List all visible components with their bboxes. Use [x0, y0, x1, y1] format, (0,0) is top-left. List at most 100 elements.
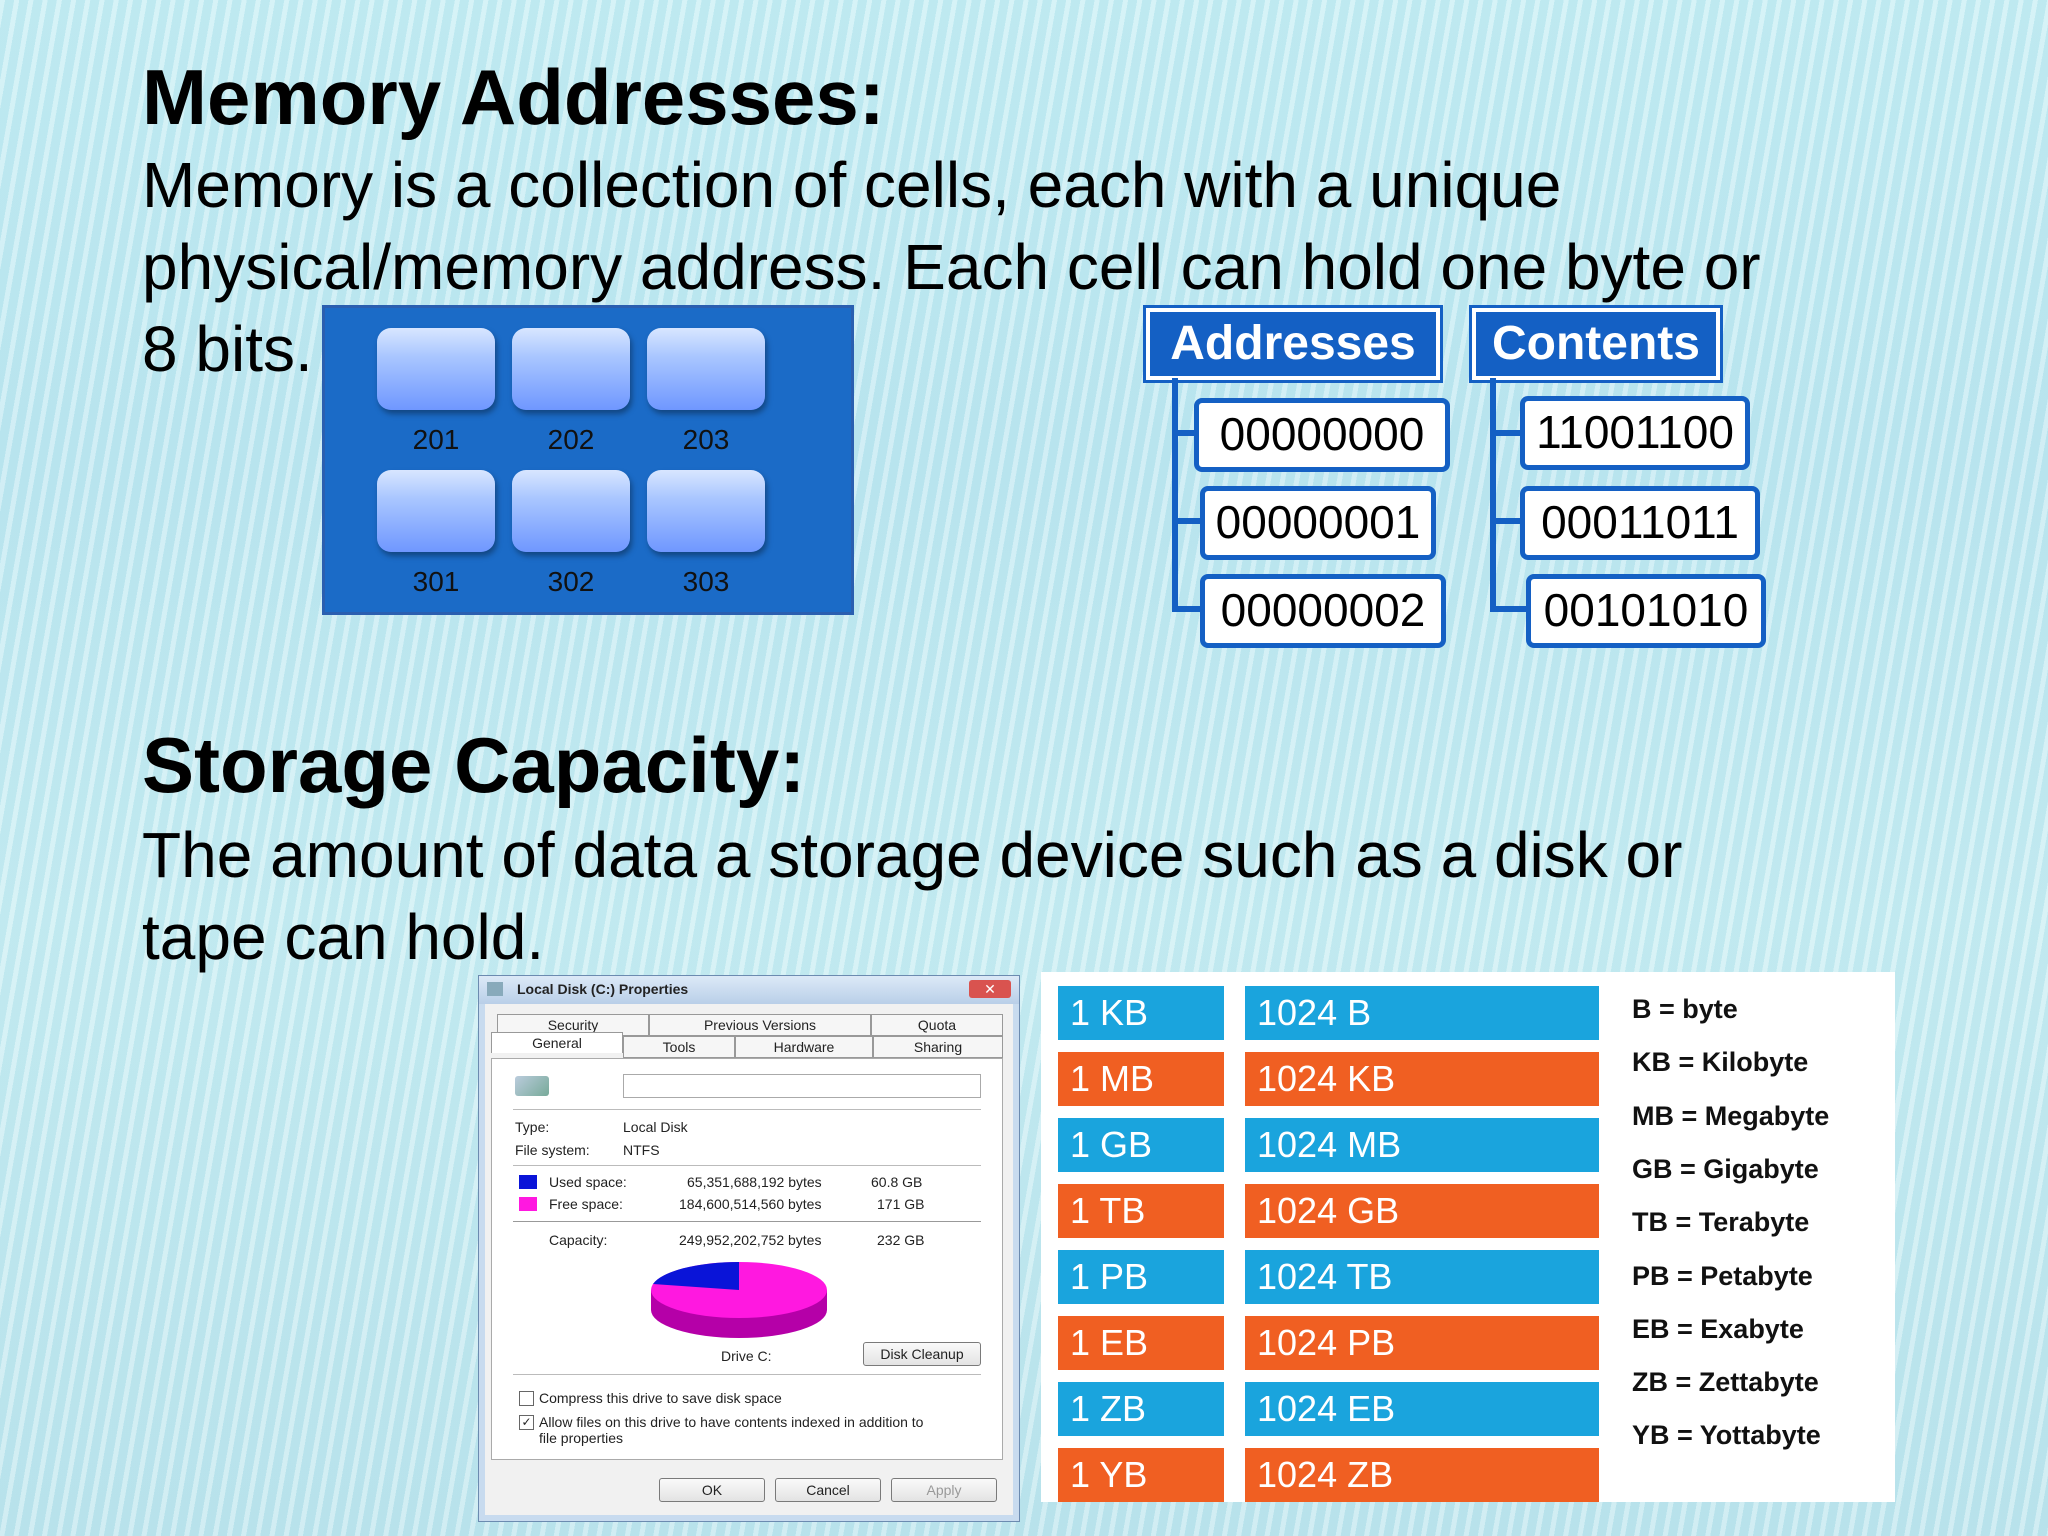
storage-units-table: 1 KB 1024 B 1 MB 1024 KB 1 GB 1024 MB 1 TB 1024… — [1041, 972, 1895, 1502]
unit-legend-item: B = byte — [1632, 994, 1738, 1024]
divider — [513, 1221, 981, 1222]
content-value: 00011011 — [1520, 486, 1760, 560]
storage-para-line2: tape can hold. — [142, 901, 545, 973]
tab-sharing[interactable]: Sharing — [873, 1036, 1003, 1058]
free-space-swatch — [519, 1197, 537, 1211]
type-label: Type: — [515, 1119, 550, 1135]
unit-cell: 1 YB — [1058, 1448, 1224, 1502]
disk-properties-dialog: Local Disk (C:) Properties ✕ Security Pr… — [478, 975, 1020, 1522]
capacity-gb: 232 GB — [877, 1232, 925, 1248]
memory-cell — [647, 470, 765, 552]
general-tab-panel — [491, 1058, 1003, 1460]
apply-button[interactable]: Apply — [891, 1478, 997, 1502]
index-label-line1: Allow files on this drive to have conten… — [539, 1414, 924, 1430]
memory-para-line1: Memory is a collection of cells, each wi… — [142, 149, 1562, 221]
used-space-bytes: 65,351,688,192 bytes — [687, 1174, 822, 1190]
memory-cell — [377, 328, 495, 410]
unit-legend-item: ZB = Zettabyte — [1632, 1367, 1819, 1398]
storage-para-line1: The amount of data a storage device such… — [142, 819, 1683, 891]
unit-legend-item: YB = Yottabyte — [1632, 1420, 1821, 1451]
unit-legend-item: MB = Megabyte — [1632, 1100, 1830, 1131]
unit-legend-item: EB = Exabyte — [1632, 1313, 1804, 1344]
addresses-tree-branch — [1172, 430, 1194, 436]
index-label-line2: file properties — [539, 1430, 624, 1446]
unit-legend-item: TB = Terabyte — [1632, 1207, 1810, 1238]
address-value: 00000002 — [1200, 574, 1446, 648]
unit-equivalent-cell: 1024 KB — [1245, 1052, 1599, 1106]
unit-cell: 1 MB — [1058, 1052, 1224, 1106]
content-value: 00101010 — [1526, 574, 1766, 648]
free-space-label: Free space: — [549, 1196, 623, 1212]
unit-legend-item: PB = Petabyte — [1632, 1260, 1813, 1291]
dialog-titlebar: Local Disk (C:) Properties ✕ — [479, 976, 1019, 1004]
contents-tree-branch — [1490, 606, 1526, 612]
divider — [513, 1165, 981, 1166]
unit-cell: 1 KB — [1058, 986, 1224, 1040]
memory-para-line2: physical/memory address. Each cell can h… — [142, 231, 1761, 303]
address-value: 00000001 — [1200, 486, 1436, 560]
type-value: Local Disk — [623, 1119, 688, 1135]
drive-c-label: Drive C: — [721, 1348, 772, 1364]
divider — [513, 1109, 981, 1110]
unit-equivalent-cell: 1024 GB — [1245, 1184, 1599, 1238]
file-system-label: File system: — [515, 1142, 590, 1158]
memory-para-line3: 8 bits. — [142, 313, 313, 385]
unit-equivalent-cell: 1024 MB — [1245, 1118, 1599, 1172]
cell-address-label: 303 — [682, 566, 730, 597]
addresses-tree-branch — [1172, 518, 1200, 524]
addresses-tree-branch — [1172, 606, 1200, 612]
unit-equivalent-cell: 1024 EB — [1245, 1382, 1599, 1436]
ok-button[interactable]: OK — [659, 1478, 765, 1502]
capacity-label: Capacity: — [549, 1232, 608, 1248]
tab-hardware[interactable]: Hardware — [735, 1036, 873, 1058]
tab-previous-versions[interactable]: Previous Versions — [649, 1014, 871, 1036]
memory-cell — [512, 328, 630, 410]
storage-capacity-heading: Storage Capacity: — [142, 721, 806, 809]
unit-cell: 1 TB — [1058, 1184, 1224, 1238]
contents-tree-branch — [1490, 430, 1520, 436]
disk-cleanup-button[interactable]: Disk Cleanup — [863, 1342, 981, 1366]
unit-cell: 1 PB — [1058, 1250, 1224, 1304]
unit-equivalent-cell: 1024 ZB — [1245, 1448, 1599, 1502]
unit-cell: 1 GB — [1058, 1118, 1224, 1172]
used-space-gb: 60.8 GB — [871, 1174, 923, 1190]
free-space-gb: 171 GB — [877, 1196, 925, 1212]
disk-drive-icon — [515, 1076, 549, 1096]
index-checkbox[interactable]: ✓ — [519, 1415, 534, 1430]
drive-name-input[interactable] — [623, 1074, 981, 1098]
memory-cell — [512, 470, 630, 552]
memory-cells-panel: 201 202 203 301 302 303 — [322, 305, 854, 615]
tab-tools[interactable]: Tools — [623, 1036, 735, 1058]
disk-usage-pie-chart — [651, 1262, 827, 1338]
memory-cell — [377, 470, 495, 552]
file-system-value: NTFS — [623, 1142, 660, 1158]
unit-equivalent-cell: 1024 PB — [1245, 1316, 1599, 1370]
unit-equivalent-cell: 1024 TB — [1245, 1250, 1599, 1304]
close-icon[interactable]: ✕ — [969, 980, 1011, 998]
contents-header: Contents — [1472, 308, 1720, 380]
unit-cell: 1 EB — [1058, 1316, 1224, 1370]
cell-address-label: 203 — [682, 424, 730, 455]
contents-tree-branch — [1490, 518, 1520, 524]
cancel-button[interactable]: Cancel — [775, 1478, 881, 1502]
memory-addresses-heading: Memory Addresses: — [142, 53, 885, 141]
content-value: 11001100 — [1520, 396, 1750, 470]
dialog-title: Local Disk (C:) Properties — [517, 981, 689, 997]
free-space-bytes: 184,600,514,560 bytes — [679, 1196, 822, 1212]
unit-equivalent-cell: 1024 B — [1245, 986, 1599, 1040]
compress-checkbox[interactable] — [519, 1391, 534, 1406]
used-space-swatch — [519, 1175, 537, 1189]
capacity-bytes: 249,952,202,752 bytes — [679, 1232, 822, 1248]
unit-legend-item: GB = Gigabyte — [1632, 1153, 1819, 1184]
addresses-tree-line — [1172, 378, 1178, 612]
tab-general[interactable]: General — [491, 1032, 623, 1053]
unit-cell: 1 ZB — [1058, 1382, 1224, 1436]
drive-icon — [487, 982, 503, 996]
tab-quota[interactable]: Quota — [871, 1014, 1003, 1036]
address-value: 00000000 — [1194, 398, 1450, 472]
compress-label: Compress this drive to save disk space — [539, 1390, 782, 1406]
cell-address-label: 301 — [412, 566, 460, 597]
memory-cell — [647, 328, 765, 410]
cell-address-label: 201 — [412, 424, 460, 455]
cell-address-label: 302 — [547, 566, 595, 597]
